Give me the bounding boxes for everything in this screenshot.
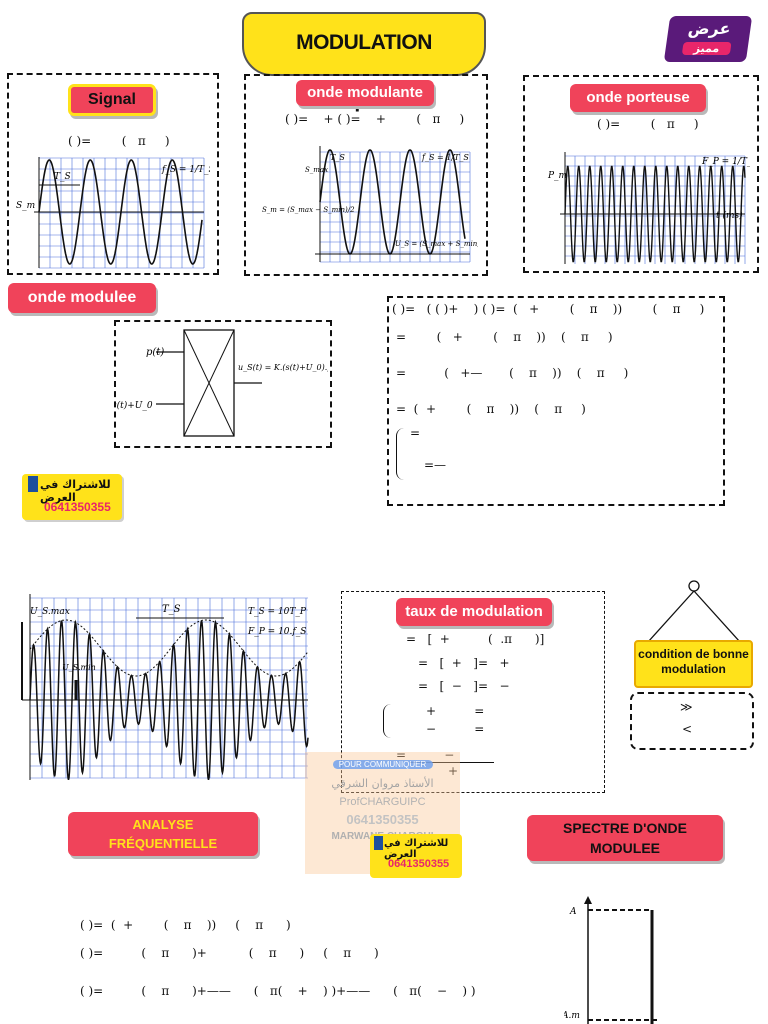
subscribe-ad-2: للاشتراك في العرض 0641350355 [370, 834, 462, 878]
spectrum-graph: A A.m [564, 896, 660, 1024]
porteuse-label: onde porteuse [570, 84, 706, 112]
am-usmax-label: U_S.max [30, 607, 70, 617]
am-usmin-label: U_S.min [62, 663, 96, 672]
taux-line-5: − = [426, 722, 485, 736]
condition-line-2: < [682, 722, 693, 736]
subscribe-phone: 0641350355 [44, 500, 111, 514]
signal-equation: ( )= ( π ) [68, 134, 170, 148]
taux-box [341, 591, 605, 793]
porteuse-graph: P_m F_P = 1/T_P t (ms) [547, 152, 750, 264]
multiplier-box [114, 320, 332, 448]
derivation-line-5: = [410, 426, 421, 440]
watermark-phone: 0641350355 [346, 812, 419, 827]
taux-line-6: = − [396, 748, 455, 762]
subscribe-phone-2: 0641350355 [388, 858, 450, 870]
bookmark-icon-2 [374, 836, 383, 850]
derivation-line-2: = ( + ( π )) ( π ) [396, 330, 613, 344]
analyse-label: ANALYSE FRÉQUENTIELLE [68, 812, 258, 856]
spectre-label-line1: SPECTRE D'ONDE [563, 820, 687, 836]
modulante-equation: ( )= + ( )= + ( π ) [285, 112, 465, 126]
spectre-label-line2: MODULEE [590, 840, 660, 856]
modulated-graph: T_S T_S = 10T_P F_P = 10.f_S U_S.max U_S… [21, 594, 309, 780]
title-banner: MODULATION d'amplitude [242, 12, 486, 112]
analyse-line-3: ( )= ( π )+—— ( π( + ) )+—— ( π( − ) ) [80, 984, 476, 998]
derivation-line-4: = ( + ( π )) ( π ) [396, 402, 586, 416]
taux-line-2: = [ + ]= + [418, 656, 510, 670]
multiplier-out-label: u_S(t) = K.(s(t)+U_0).p(t) [238, 363, 328, 372]
signal-graph: T_S S_m f_S = 1/T_S [16, 157, 210, 269]
watermark-handle: ProfCHARGUIPC [339, 796, 426, 808]
analyse-label-line1: ANALYSE [132, 817, 194, 832]
spectre-label: SPECTRE D'ONDE MODULEE [527, 815, 723, 861]
modulante-ts-label: T_S [330, 153, 345, 162]
derivation-brace [396, 428, 405, 480]
am-ts-rel-label: T_S = 10T_P [248, 607, 307, 617]
modulante-smax-label: S_max [305, 166, 328, 174]
multiplier-s-label: s(t)+U_0 [116, 400, 153, 411]
modulante-box [244, 74, 488, 276]
porteuse-t-label: t (ms) [716, 210, 743, 221]
analyse-label-line2: FRÉQUENTIELLE [108, 836, 218, 851]
multiplier-p-label: p(t) [146, 347, 164, 358]
porteuse-pm-label: P_m [547, 171, 567, 181]
offer-badge-line1: عرض [686, 19, 733, 38]
condition-line-1: ≫ [680, 700, 693, 714]
signal-sm-label: S_m [16, 201, 35, 211]
porteuse-box [523, 75, 759, 273]
modulante-sm-label: S_m = (S_max − S_min)/2 [262, 206, 355, 214]
analyse-line-1: ( )= ( + ( π )) ( π ) [80, 918, 291, 932]
taux-line-3: = [ − ]= − [418, 679, 510, 693]
derivation-line-3: = ( +— ( π )) ( π ) [396, 366, 629, 380]
taux-brace [383, 704, 392, 738]
spectrum-a-label: A [569, 907, 577, 917]
modulee-label: onde modulee [8, 283, 156, 313]
watermark-name-ar: الأستاذ مروان الشرقي [331, 777, 434, 790]
porteuse-equation: ( )= ( π ) [597, 117, 699, 131]
offer-badge-line2: مميز [681, 42, 732, 55]
offer-badge: عرض مميز [663, 16, 753, 62]
am-fp-rel-label: F_P = 10.f_S [247, 627, 306, 637]
taux-label: taux de modulation [396, 598, 552, 626]
hanger-icon [647, 580, 741, 643]
condition-label: condition de bonne modulation [638, 647, 749, 676]
modulante-graph: T_S S_max S_m = (S_max − S_min)/2 f_S = … [262, 146, 478, 263]
modulante-us-label: U_S = (S_max + S_min)/2 [395, 240, 478, 248]
derivation-line-1: ( )= ( ( )+ ) ( )= ( + ( π )) ( π ) [392, 302, 705, 316]
modulante-label: onde modulante [296, 80, 434, 106]
derivation-box [387, 296, 725, 506]
condition-box [630, 692, 754, 750]
taux-line-7: + [448, 764, 459, 778]
condition-label-box: condition de bonne modulation [634, 640, 753, 688]
taux-line-4: + = [426, 704, 485, 718]
taux-line-1: = [ + ( .π )] [406, 632, 545, 646]
taux-fraction-bar [410, 762, 494, 763]
signal-ts-label: T_S [54, 172, 71, 182]
derivation-line-6: =— [424, 458, 447, 472]
subscribe-text-2: للاشتراك في العرض [384, 838, 449, 860]
bookmark-icon [28, 476, 38, 492]
multiplier-diagram: p(t) s(t)+U_0 u_S(t) = K.(s(t)+U_0).p(t) [116, 329, 328, 437]
analyse-line-2: ( )= ( π )+ ( π ) ( π ) [80, 946, 379, 960]
subscribe-ad: للاشتراك في العرض 0641350355 [22, 474, 122, 520]
modulante-fs-label: f_S = 1/T_S [421, 153, 469, 162]
subscribe-text: للاشتراك في العرض [40, 478, 111, 504]
am-ts-label: T_S [162, 604, 181, 615]
signal-box [7, 73, 219, 275]
porteuse-fp-label: F_P = 1/T_P [701, 157, 750, 167]
watermark-line1: POUR COMMUNIQUER [332, 760, 433, 769]
spectrum-am-label: A.m [564, 1011, 580, 1021]
signal-fs-label: f_S = 1/T_S [161, 165, 210, 175]
signal-label: Signal [68, 84, 156, 116]
